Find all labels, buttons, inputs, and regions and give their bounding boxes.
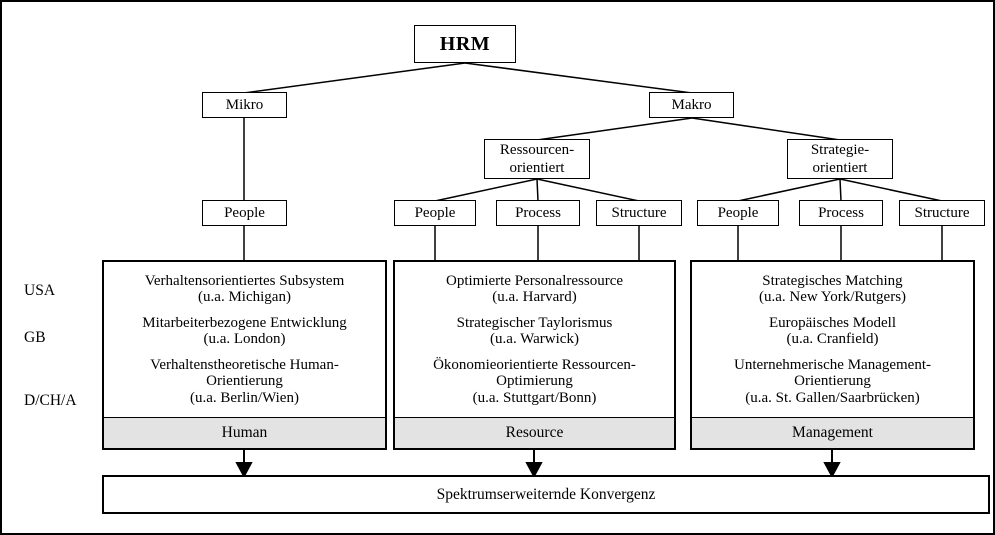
approach-row: Unternehmerische Management-Orientierung…: [700, 357, 965, 407]
row-label-d-ch-a: D/CH/A: [24, 392, 77, 409]
approach-row: Europäisches Modell (u.a. Cranfield): [700, 315, 965, 348]
approach-source: (u.a. Warwick): [490, 331, 579, 348]
approach-source: (u.a. St. Gallen/Saarbrücken): [745, 389, 920, 406]
approach-row: Mitarbeiterbezogene Entwicklung (u.a. Lo…: [112, 315, 377, 348]
node-makro: Makro: [649, 92, 734, 118]
approach-row: Ökonomieorientierte Ressourcen-Optimieru…: [403, 357, 666, 407]
approach-name: Optimierte Personalressource: [445, 272, 624, 289]
down-arrow: [235, 450, 253, 479]
node-process-ressourcen: Process: [496, 200, 580, 226]
approach-name: Verhaltensorientiertes Subsystem: [144, 272, 345, 289]
down-arrow: [525, 450, 543, 479]
group-box-resource: Optimierte Personalressource (u.a. Harva…: [393, 260, 676, 450]
row-label-usa: USA: [24, 282, 56, 299]
down-arrow: [823, 450, 841, 479]
node-people-mikro: People: [202, 200, 287, 226]
group-box-body: Verhaltensorientiertes Subsystem (u.a. M…: [104, 262, 385, 417]
node-people-strategie: People: [697, 200, 779, 226]
approach-name: Europäisches Modell: [768, 314, 897, 331]
group-footer-resource: Resource: [395, 417, 674, 448]
group-footer-management: Management: [692, 417, 973, 448]
row-label-gb: GB: [24, 329, 46, 346]
group-footer-human: Human: [104, 417, 385, 448]
approach-row: Verhaltenstheoretische Human-Orientierun…: [112, 357, 377, 407]
approach-source: (u.a. London): [203, 331, 286, 348]
approach-row: Verhaltensorientiertes Subsystem (u.a. M…: [112, 273, 377, 306]
approach-name: Mitarbeiterbezogene Entwicklung: [142, 314, 347, 331]
approach-name: Verhaltenstheoretische Human-Orientierun…: [150, 356, 339, 390]
approach-name: Strategisches Matching: [762, 272, 903, 289]
group-box-management: Strategisches Matching (u.a. New York/Ru…: [690, 260, 975, 450]
node-structure-ressourcen: Structure: [596, 200, 682, 226]
node-people-ressourcen: People: [394, 200, 476, 226]
approach-name: Unternehmerische Management-Orientierung: [734, 356, 931, 390]
approach-source: (u.a. New York/Rutgers): [758, 289, 907, 306]
node-structure-strategie: Structure: [899, 200, 985, 226]
group-box-body: Strategisches Matching (u.a. New York/Ru…: [692, 262, 973, 417]
approach-name: Ökonomieorientierte Ressourcen-Optimieru…: [433, 356, 636, 390]
node-process-strategie: Process: [799, 200, 883, 226]
node-ressourcen-orientiert: Ressourcen- orientiert: [484, 139, 590, 179]
node-strategie-orientiert: Strategie- orientiert: [787, 139, 893, 179]
approach-row: Optimierte Personalressource (u.a. Harva…: [403, 273, 666, 306]
node-mikro: Mikro: [202, 92, 287, 118]
group-box-human: Verhaltensorientiertes Subsystem (u.a. M…: [102, 260, 387, 450]
node-hrm: HRM: [414, 25, 516, 63]
approach-source: (u.a. Michigan): [198, 289, 291, 306]
approach-name: Strategischer Taylorismus: [456, 314, 613, 331]
group-box-body: Optimierte Personalressource (u.a. Harva…: [395, 262, 674, 417]
convergence-box: Spektrumserweiternde Konvergenz: [102, 475, 990, 514]
approach-source: (u.a. Cranfield): [786, 331, 879, 348]
approach-row: Strategisches Matching (u.a. New York/Ru…: [700, 273, 965, 306]
approach-row: Strategischer Taylorismus (u.a. Warwick): [403, 315, 666, 348]
approach-source: (u.a. Stuttgart/Bonn): [472, 389, 597, 406]
approach-source: (u.a. Harvard): [492, 289, 577, 306]
approach-source: (u.a. Berlin/Wien): [190, 389, 299, 406]
